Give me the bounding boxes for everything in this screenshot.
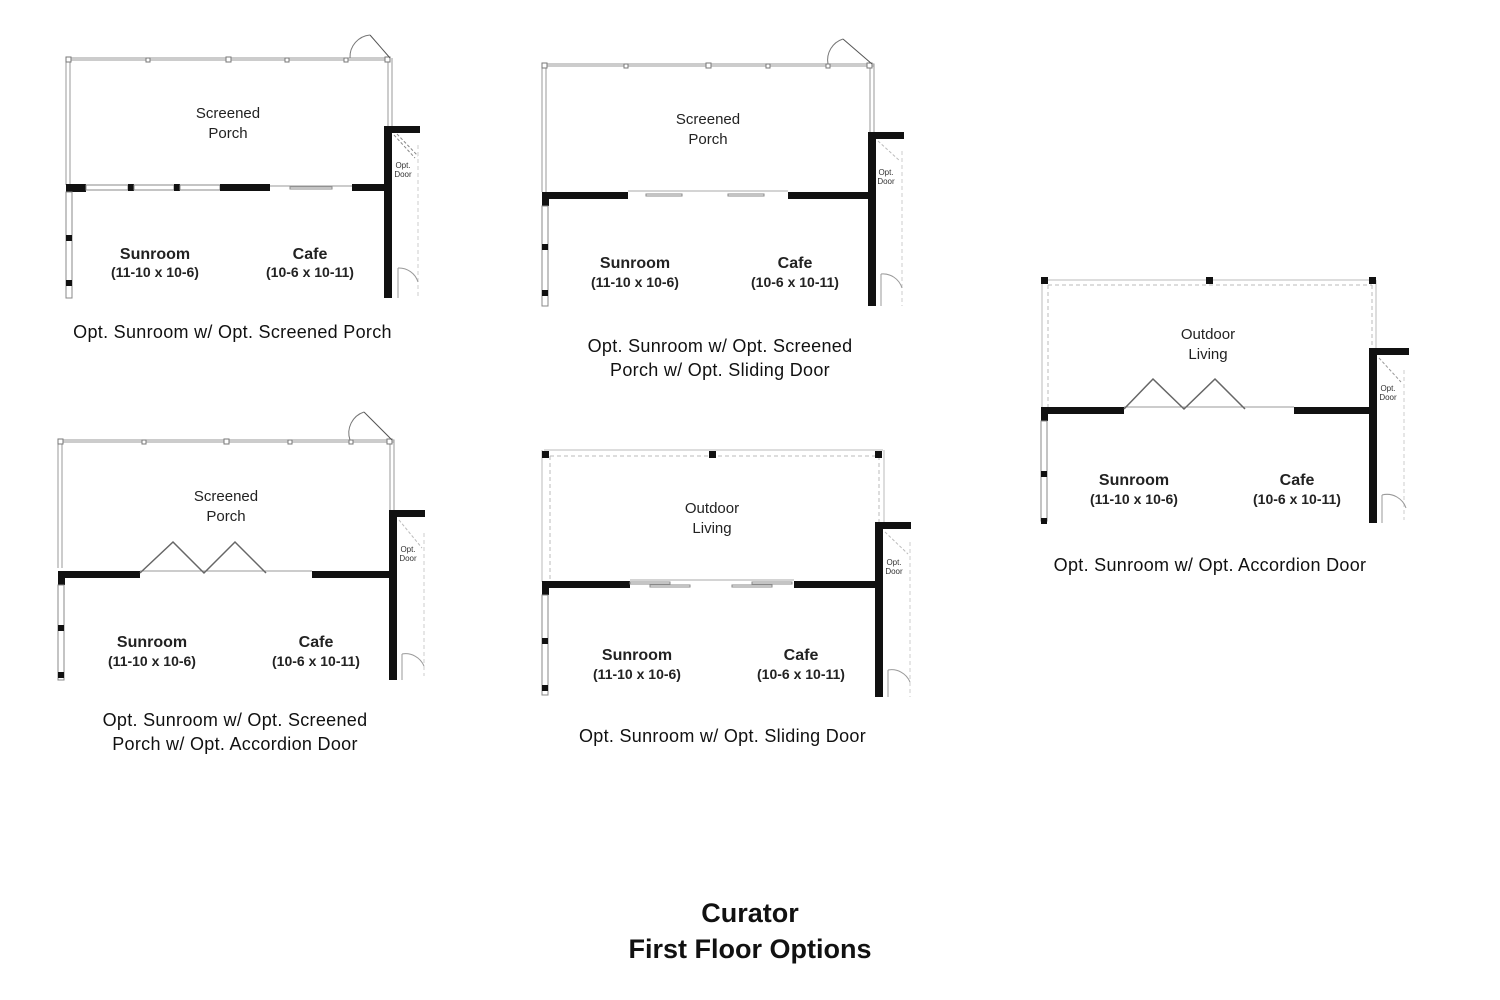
cafe-label: Cafe [298,634,334,651]
title-subtitle: First Floor Options [628,934,872,964]
opt-door-label: Opt. Door [399,545,417,563]
title-plan-name: Curator [701,898,799,928]
sunroom-dimensions: (11-10 x 10-6) [108,653,196,669]
upper-room-label: Screened Porch [193,488,259,525]
cafe-label: Cafe [1279,472,1315,489]
upper-room-label: Screened Porch [675,111,741,148]
plan-caption: Opt. Sunroom w/ Opt. Sliding Door [578,726,867,746]
floor-plan-sunroom-screened-porch-accordion-door: Screened Porch Sunroom (11-10 x 10-6) Ca… [54,408,434,683]
floor-plan-drawing [541,449,911,697]
floor-plan-sunroom-sliding-door: Outdoor Living Sunroom (11-10 x 10-6) Ca… [538,442,918,702]
cafe-dimensions: (10-6 x 10-11) [757,666,845,682]
opt-door-label: Opt. Door [885,558,903,576]
floor-plan-drawing [65,34,420,299]
sunroom-dimensions: (11-10 x 10-6) [111,264,199,280]
cafe-dimensions: (10-6 x 10-11) [272,653,360,669]
page-title: Curator First Floor Options [0,895,1500,967]
cafe-dimensions: (10-6 x 10-11) [266,264,354,280]
plan-caption: Opt. Sunroom w/ Opt. Screened Porch w/ O… [587,336,853,380]
sunroom-label: Sunroom [116,634,188,651]
sunroom-dimensions: (11-10 x 10-6) [591,274,679,290]
plan-caption: Opt. Sunroom w/ Opt. Screened Porch [73,322,392,342]
floor-plan-sunroom-screened-porch: Screened Porch Sunroom (11-10 x 10-6) Ca… [60,30,430,310]
upper-room-label: Outdoor Living [1180,326,1236,363]
sunroom-label: Sunroom [1098,472,1170,489]
sunroom-label: Sunroom [119,246,191,263]
floor-plan-drawing [1040,277,1409,524]
cafe-dimensions: (10-6 x 10-11) [751,274,839,290]
floor-plan-drawing [541,38,904,307]
upper-room-label: Outdoor Living [684,500,740,537]
floor-plan-sunroom-screened-porch-sliding-door: Screened Porch Sunroom (11-10 x 10-6) Ca… [538,36,918,311]
floor-plan-drawing [57,411,425,681]
sunroom-label: Sunroom [601,647,673,664]
opt-door-label: Opt. Door [394,161,412,179]
cafe-label: Cafe [783,647,819,664]
plan-caption: Opt. Sunroom w/ Opt. Screened Porch w/ O… [102,710,368,754]
cafe-label: Cafe [292,246,328,263]
cafe-label: Cafe [777,255,813,272]
floor-plan-sunroom-accordion-door: Outdoor Living Sunroom (11-10 x 10-6) Ca… [1036,270,1416,525]
opt-door-label: Opt. Door [877,168,895,186]
sunroom-label: Sunroom [599,255,671,272]
sunroom-dimensions: (11-10 x 10-6) [593,666,681,682]
cafe-dimensions: (10-6 x 10-11) [1253,491,1341,507]
opt-door-label: Opt. Door [1379,384,1397,402]
sunroom-dimensions: (11-10 x 10-6) [1090,491,1178,507]
upper-room-label: Screened Porch [195,105,261,142]
plan-caption: Opt. Sunroom w/ Opt. Accordion Door [1053,555,1367,575]
